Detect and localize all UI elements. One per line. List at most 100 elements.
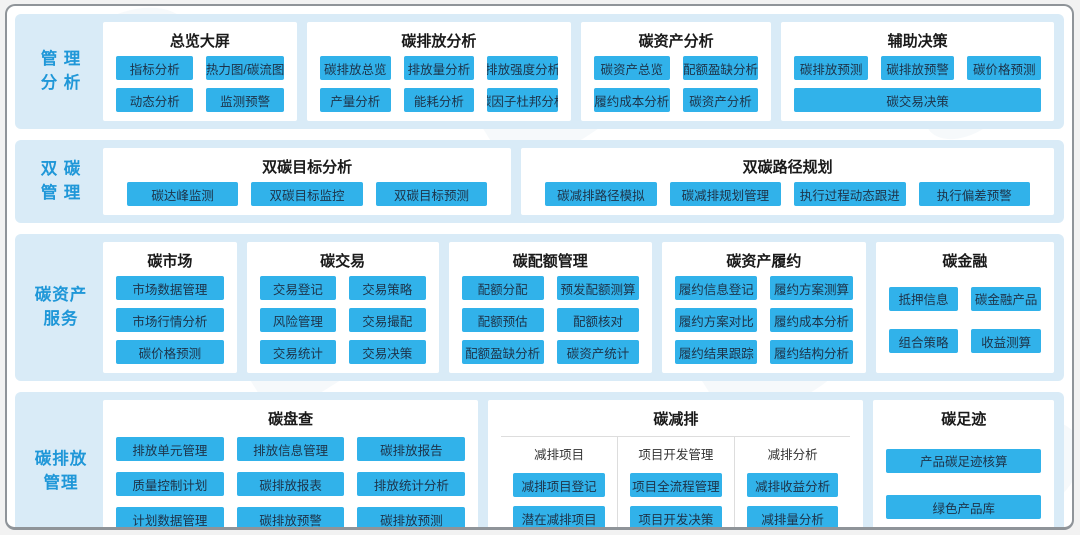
row-label-dual-carbon-management: 双 碳管 理 [25, 148, 97, 215]
module-button[interactable]: 碳排放总览 [319, 56, 391, 80]
module-button[interactable]: 交易策略 [349, 276, 426, 300]
button-grid: 指标分析热力图/碳流图动态分析监测预警 [116, 56, 284, 112]
button-grid: 抵押信息碳金融产品组合策略收益测算 [888, 276, 1041, 364]
module-button[interactable]: 碳减排路径模拟 [545, 182, 657, 206]
section-dual-carbon-target-analysis: 双碳目标分析碳达峰监测双碳目标监控双碳目标预测 [103, 148, 512, 215]
module-button[interactable]: 风险管理 [259, 308, 337, 332]
module-button[interactable]: 执行偏差预警 [918, 182, 1030, 206]
module-button[interactable]: 履约成本分析 [593, 88, 670, 112]
module-button[interactable]: 排放强度分析 [487, 56, 558, 80]
button-grid: 碳排放总览排放量分析排放强度分析产量分析能耗分析碳因子杜邦分析 [319, 56, 558, 112]
module-button[interactable]: 配额盈缺分析 [461, 340, 544, 364]
module-button[interactable]: 配额盈缺分析 [682, 56, 759, 80]
module-button[interactable]: 动态分析 [116, 88, 194, 112]
module-button[interactable]: 双碳目标预测 [375, 182, 488, 206]
module-button[interactable]: 潜在减排项目 [513, 506, 605, 527]
module-button[interactable]: 排放量分析 [403, 56, 475, 80]
section-carbon-market: 碳市场市场数据管理市场行情分析碳价格预测 [103, 242, 237, 373]
module-button[interactable]: 组合策略 [888, 329, 959, 354]
row-label-carbon-asset-services: 碳资产服务 [25, 242, 97, 373]
module-button[interactable]: 碳排放预警 [880, 56, 955, 80]
module-button[interactable]: 碳价格预测 [116, 340, 224, 364]
module-button[interactable]: 绿色产品库 [886, 495, 1041, 520]
module-button[interactable]: 碳因子杜邦分析 [487, 88, 558, 112]
module-button[interactable]: 收益测算 [971, 329, 1041, 354]
row-label-line: 分 析 [40, 73, 82, 92]
module-button[interactable]: 配额预估 [461, 308, 544, 332]
subgroup-header: 项目开发管理 [638, 448, 714, 462]
module-button[interactable]: 排放单元管理 [116, 437, 224, 461]
module-button[interactable]: 预发配额测算 [556, 276, 640, 300]
module-button[interactable]: 项目开发决策 [629, 506, 722, 527]
section-carbon-inventory: 碳盘查排放单元管理排放信息管理碳排放报告质量控制计划碳排放报表排放统计分析计划数… [103, 400, 479, 527]
row-sections: 碳市场市场数据管理市场行情分析碳价格预测碳交易交易登记交易策略风险管理交易撮配交… [103, 242, 1054, 373]
section-carbon-asset-compliance: 碳资产履约履约信息登记履约方案测算履约方案对比履约成本分析履约结果跟踪履约结构分… [662, 242, 866, 373]
module-button[interactable]: 质量控制计划 [116, 472, 224, 496]
subgroup-header: 减排项目 [534, 448, 585, 462]
module-button[interactable]: 配额分配 [461, 276, 544, 300]
section-carbon-footprint: 碳足迹产品碳足迹核算绿色产品库 [873, 400, 1054, 527]
module-button[interactable]: 抵押信息 [888, 286, 959, 311]
module-button[interactable]: 交易决策 [349, 340, 426, 364]
section-decision-support: 辅助决策碳排放预测碳排放预警碳价格预测碳交易决策 [781, 22, 1054, 121]
module-button[interactable]: 碳减排规划管理 [669, 182, 782, 206]
module-button[interactable]: 监测预警 [206, 88, 284, 112]
button-grid: 碳减排路径模拟碳减排规划管理执行过程动态跟进执行偏差预警 [545, 182, 1030, 206]
row-sections: 双碳目标分析碳达峰监测双碳目标监控双碳目标预测双碳路径规划碳减排路径模拟碳减排规… [103, 148, 1054, 215]
module-button[interactable]: 碳排放预测 [357, 507, 466, 527]
module-button[interactable]: 减排收益分析 [746, 473, 839, 497]
section-title: 碳减排 [653, 411, 699, 428]
module-button[interactable]: 履约方案对比 [675, 308, 758, 332]
module-button[interactable]: 履约信息登记 [675, 276, 758, 300]
row-sections: 碳盘查排放单元管理排放信息管理碳排放报告质量控制计划碳排放报表排放统计分析计划数… [103, 400, 1054, 527]
module-button[interactable]: 减排项目登记 [513, 473, 605, 497]
module-button[interactable]: 履约结果跟踪 [675, 340, 758, 364]
section-title: 碳市场 [147, 253, 193, 270]
module-button[interactable]: 碳达峰监测 [127, 182, 239, 206]
row-sections: 总览大屏指标分析热力图/碳流图动态分析监测预警碳排放分析碳排放总览排放量分析排放… [103, 22, 1054, 121]
module-button[interactable]: 交易撮配 [349, 308, 426, 332]
module-button[interactable]: 碳交易决策 [794, 88, 1041, 112]
module-button[interactable]: 减排量分析 [746, 506, 839, 527]
section-carbon-trading: 碳交易交易登记交易策略风险管理交易撮配交易统计交易决策 [246, 242, 439, 373]
module-button[interactable]: 市场数据管理 [116, 276, 224, 300]
module-button[interactable]: 热力图/碳流图 [206, 56, 284, 80]
module-button[interactable]: 排放统计分析 [357, 472, 466, 496]
module-button[interactable]: 碳资产总览 [593, 56, 670, 80]
module-button[interactable]: 履约方案测算 [770, 276, 853, 300]
module-button[interactable]: 项目全流程管理 [629, 473, 722, 497]
row-carbon-emission-management: 碳排放管理碳盘查排放单元管理排放信息管理碳排放报告质量控制计划碳排放报表排放统计… [15, 392, 1064, 527]
section-carbon-finance: 碳金融抵押信息碳金融产品组合策略收益测算 [875, 242, 1054, 373]
module-button[interactable]: 能耗分析 [403, 88, 475, 112]
diagram-frame: 管 理分 析总览大屏指标分析热力图/碳流图动态分析监测预警碳排放分析碳排放总览排… [5, 4, 1074, 530]
section-title: 碳金融 [942, 253, 988, 270]
module-button[interactable]: 双碳目标监控 [251, 182, 363, 206]
module-button[interactable]: 碳排放预测 [794, 56, 868, 80]
module-button[interactable]: 交易统计 [259, 340, 337, 364]
module-button[interactable]: 碳资产统计 [556, 340, 640, 364]
section-carbon-emission-analysis: 碳排放分析碳排放总览排放量分析排放强度分析产量分析能耗分析碳因子杜邦分析 [306, 22, 571, 121]
module-button[interactable]: 配额核对 [556, 308, 640, 332]
module-button[interactable]: 产品碳足迹核算 [886, 448, 1041, 473]
subgroup: 项目开发管理项目全流程管理项目开发决策 [616, 437, 734, 527]
module-button[interactable]: 碳金融产品 [971, 286, 1041, 311]
module-button[interactable]: 碳排放预警 [236, 507, 345, 527]
module-button[interactable]: 碳价格预测 [967, 56, 1041, 80]
module-button[interactable]: 排放信息管理 [236, 437, 345, 461]
button-grid: 碳达峰监测双碳目标监控双碳目标预测 [127, 182, 488, 206]
module-button[interactable]: 计划数据管理 [116, 507, 224, 527]
module-button[interactable]: 碳排放报表 [236, 472, 345, 496]
module-button[interactable]: 产量分析 [319, 88, 391, 112]
module-button[interactable]: 指标分析 [116, 56, 194, 80]
section-title: 辅助决策 [887, 33, 948, 50]
module-button[interactable]: 碳资产分析 [682, 88, 759, 112]
module-button[interactable]: 市场行情分析 [116, 308, 224, 332]
module-button[interactable]: 执行过程动态跟进 [794, 182, 906, 206]
module-button[interactable]: 碳排放报告 [357, 437, 466, 461]
module-button[interactable]: 履约结构分析 [770, 340, 853, 364]
section-title: 碳排放分析 [401, 33, 477, 50]
section-title: 碳足迹 [941, 411, 987, 428]
module-button[interactable]: 交易登记 [259, 276, 337, 300]
module-button[interactable]: 履约成本分析 [770, 308, 853, 332]
row-carbon-asset-services: 碳资产服务碳市场市场数据管理市场行情分析碳价格预测碳交易交易登记交易策略风险管理… [15, 234, 1064, 381]
